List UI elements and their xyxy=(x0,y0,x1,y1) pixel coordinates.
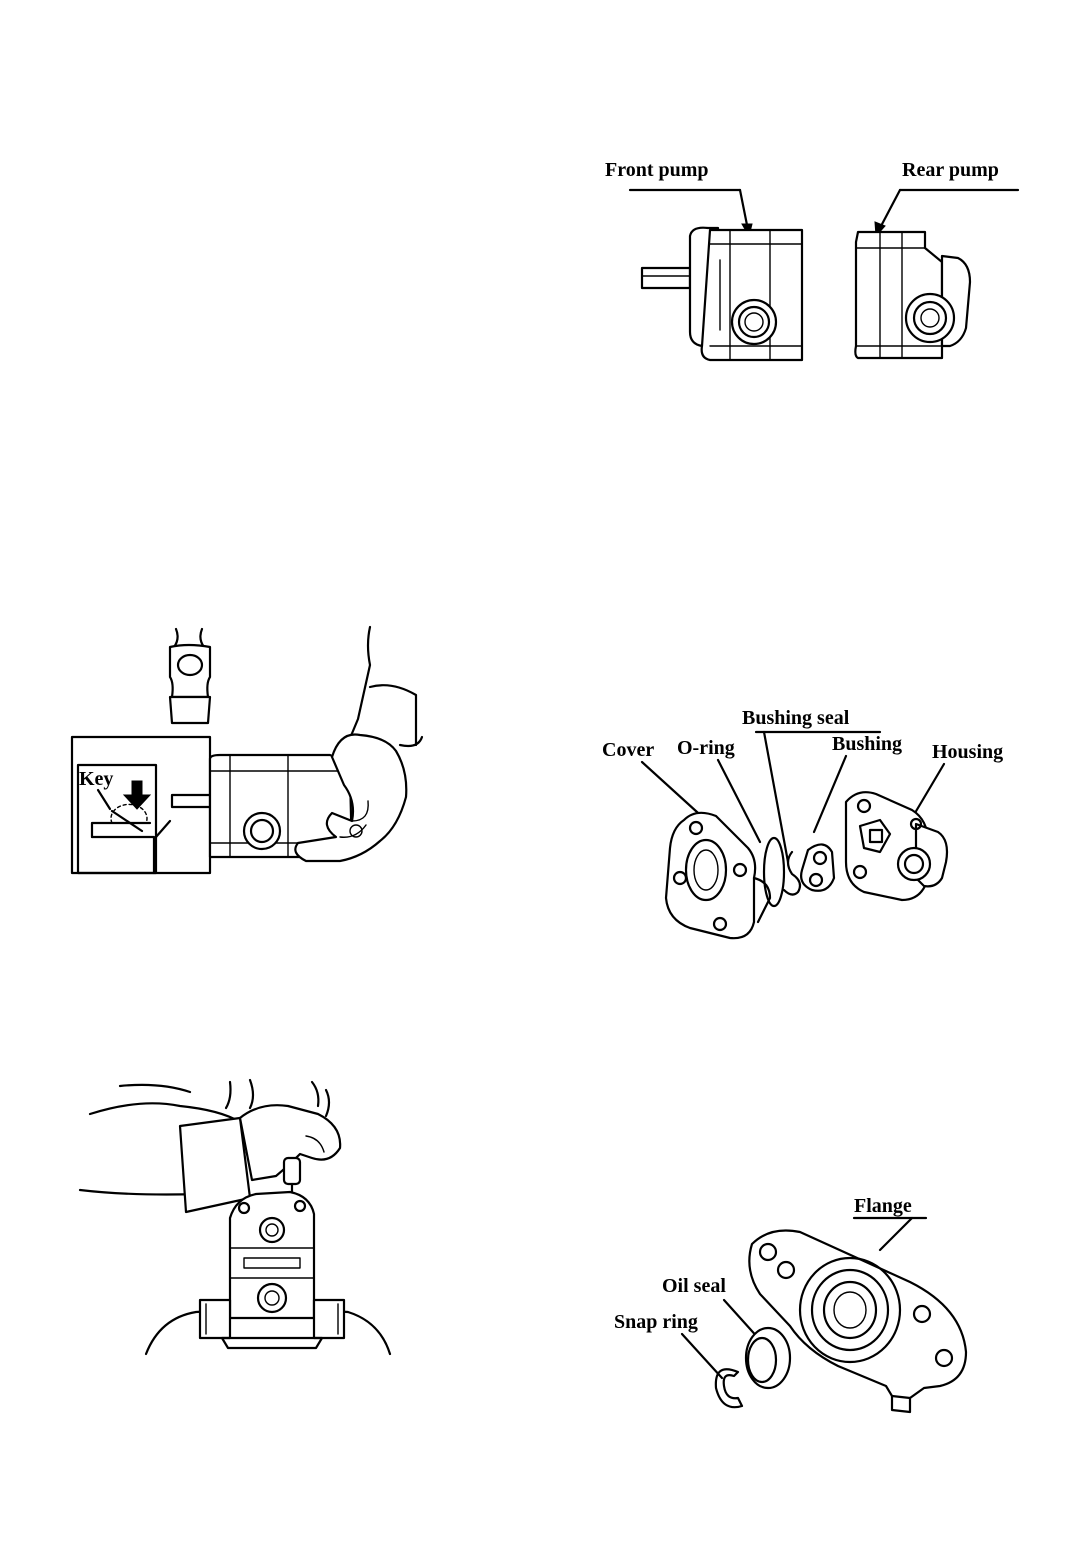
housing-drawing xyxy=(846,792,947,900)
figure-pump-in-vise xyxy=(80,1078,400,1360)
rear-pump-drawing xyxy=(855,232,970,358)
hammer-drawing xyxy=(170,629,210,723)
flange-drawing xyxy=(749,1231,966,1413)
figure-front-rear-pump: Front pump Rear pump xyxy=(590,150,1040,380)
oring-drawing xyxy=(764,838,784,906)
arrow-down-icon xyxy=(124,781,150,809)
oring-label: O-ring xyxy=(677,737,735,759)
figure-key-removal: Key xyxy=(70,625,440,885)
front-pump-drawing xyxy=(642,228,802,360)
bushing-label: Bushing xyxy=(832,733,902,755)
snap-ring-label: Snap ring xyxy=(614,1311,698,1333)
pump-block-drawing xyxy=(230,1192,314,1318)
bushing-drawing xyxy=(801,844,834,890)
bushing-seal-label: Bushing seal xyxy=(742,707,850,729)
front-pump-label: Front pump xyxy=(605,159,709,181)
key-label: Key xyxy=(79,768,113,790)
flange-label: Flange xyxy=(854,1195,912,1217)
housing-label: Housing xyxy=(932,741,1003,763)
oil-seal-drawing xyxy=(746,1328,790,1388)
figure-bushing-assembly: Bushing seal Cover O-ring Bushing Housin… xyxy=(598,702,1038,952)
oil-seal-label: Oil seal xyxy=(662,1275,726,1297)
figure-flange-assembly: Flange Oil seal Snap ring xyxy=(610,1190,980,1420)
rear-pump-label: Rear pump xyxy=(902,159,999,181)
shaft xyxy=(172,795,210,807)
arms-drawing xyxy=(80,1080,340,1212)
cover-label: Cover xyxy=(602,739,654,761)
